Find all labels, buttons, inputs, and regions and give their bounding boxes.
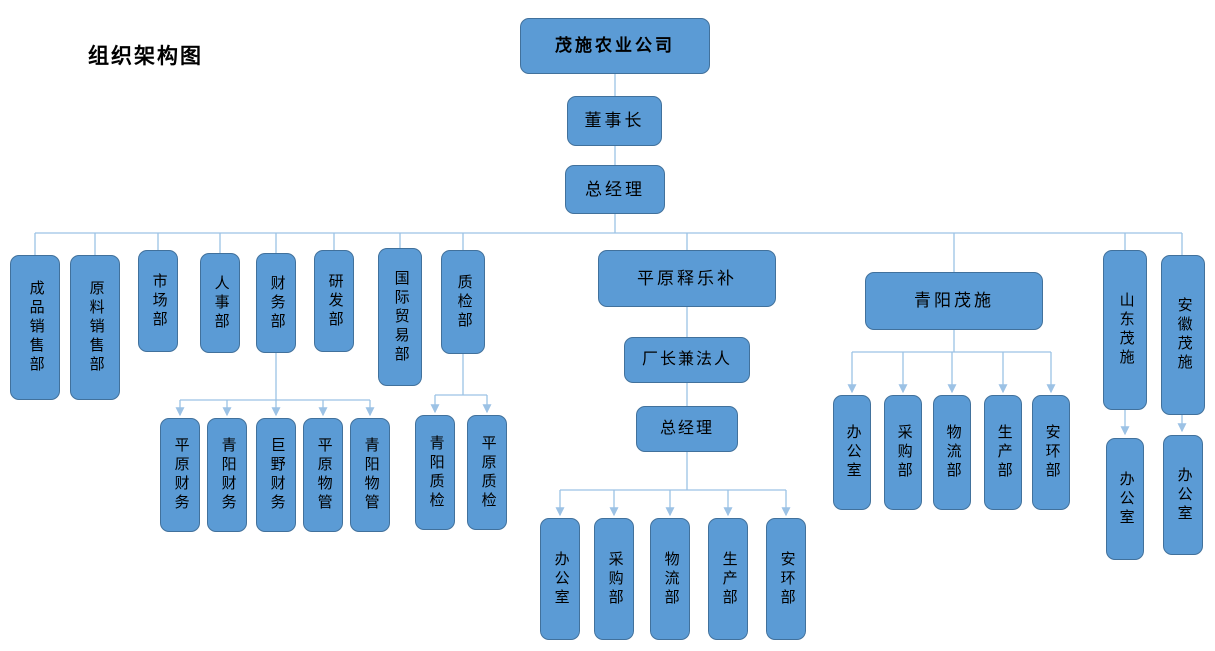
node-qingyang-finance: 青阳财务 (207, 418, 247, 532)
node-finished-sales-dept: 成品销售部 (10, 255, 60, 400)
node-qc-dept: 质检部 (441, 250, 485, 354)
node-pingyuan-finance: 平原财务 (160, 418, 200, 532)
node-pingyuan-property: 平原物管 (303, 418, 343, 532)
node-market-dept: 市场部 (138, 250, 178, 352)
node-qingyang-logistics: 物流部 (933, 395, 971, 510)
node-shilebu-office: 办公室 (540, 518, 580, 640)
node-shilebu-logistics: 物流部 (650, 518, 690, 640)
node-company: 茂施农业公司 (520, 18, 710, 74)
node-shilebu-production: 生产部 (708, 518, 748, 640)
node-shilebu-purchasing: 采购部 (594, 518, 634, 640)
node-qingyang-purchasing: 采购部 (884, 395, 922, 510)
node-general-manager: 总经理 (565, 165, 665, 214)
chart-title: 组织架构图 (88, 45, 203, 68)
node-chairman: 董事长 (567, 96, 662, 146)
node-hr-dept: 人事部 (200, 253, 240, 353)
node-shandong-office: 办公室 (1106, 438, 1144, 560)
node-rd-dept: 研发部 (314, 250, 354, 352)
node-qingyang-production: 生产部 (984, 395, 1022, 510)
node-intl-trade-dept: 国际贸易部 (378, 248, 422, 386)
node-juye-finance: 巨野财务 (256, 418, 296, 532)
node-pingyuan-qc: 平原质检 (467, 415, 507, 530)
node-shilebu-general-manager: 总经理 (636, 406, 738, 452)
node-finance-dept: 财务部 (256, 253, 296, 353)
node-shandong-maoshi: 山东茂施 (1103, 250, 1147, 410)
node-qingyang-property: 青阳物管 (350, 418, 390, 532)
node-pingyuan-shilebu: 平原释乐补 (598, 250, 776, 307)
node-anhui-office: 办公室 (1163, 435, 1203, 555)
node-factory-director-legal: 厂长兼法人 (624, 337, 750, 383)
node-raw-material-sales-dept: 原料销售部 (70, 255, 120, 400)
node-shilebu-safety-env: 安环部 (766, 518, 806, 640)
node-qingyang-maoshi: 青阳茂施 (865, 272, 1043, 330)
node-anhui-maoshi: 安徽茂施 (1161, 255, 1205, 415)
node-qingyang-office: 办公室 (833, 395, 871, 510)
node-qingyang-safety-env: 安环部 (1032, 395, 1070, 510)
node-qingyang-qc: 青阳质检 (415, 415, 455, 530)
